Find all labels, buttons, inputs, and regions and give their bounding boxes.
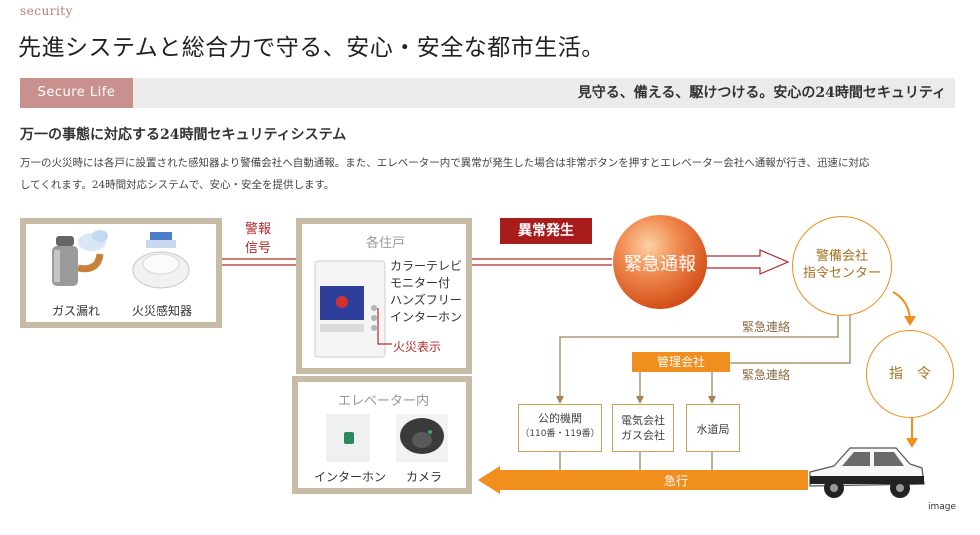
fire-detector-label: 火災感知器 [132, 304, 193, 318]
band-tagline: 見守る、備える、駆けつける。安心の24時間セキュリティ [577, 85, 946, 101]
rush-label: 急行 [664, 474, 689, 488]
secure-life-band [20, 78, 955, 108]
command-node [866, 330, 954, 418]
public-agency-line-2: （110番・119番） [520, 429, 600, 439]
section-description: 万一の火災時には各戸に設置された感知器より警備会社へ自動通報。また、エレベーター… [20, 152, 960, 196]
fire-display-pointer [377, 308, 392, 345]
security-company-line-2: 指令センター [802, 266, 881, 281]
gas-leak-icon [52, 230, 108, 286]
utility-company-line-1: 電気会社 [621, 414, 665, 427]
intercom-description: カラーテレビ モニター付 ハンズフリー インターホン [390, 258, 462, 326]
dwelling-title: 各住戸 [366, 236, 406, 251]
page-title: 先進システムと総合力で守る、安心・安全な都市生活。 [18, 35, 605, 61]
emergency-orb [613, 215, 707, 309]
elevator-intercom-icon [326, 414, 370, 462]
management-company-badge: 管理会社 [632, 352, 730, 372]
intercom-desc-line-3: ハンズフリー [390, 293, 462, 307]
section-eyebrow: security [20, 4, 73, 18]
emergency-contact-label-2: 緊急連絡 [742, 368, 791, 382]
security-company-node [792, 216, 892, 316]
alarm-signal-label: 警報 信号 [241, 218, 275, 256]
elevator-intercom-label: インターホン [314, 470, 387, 484]
alarm-signal-line-2: 信号 [244, 241, 271, 256]
utility-company-box: 電気会社 ガス会社 [612, 404, 674, 452]
section-subtitle: 万一の事態に対応する24時間セキュリティシステム [20, 127, 347, 143]
water-bureau-box: 水道局 [686, 404, 740, 452]
fire-detector-icon [132, 232, 190, 289]
water-bureau-label: 水道局 [696, 423, 730, 436]
gas-leak-label: ガス漏れ [52, 304, 101, 318]
security-company-line-1: 警備会社 [815, 249, 868, 264]
public-agency-box: 公的機関 （110番・119番） [518, 404, 602, 452]
description-line-1: 万一の火災時には各戸に設置された感知器より警備会社へ自動通報。また、エレベーター… [20, 157, 870, 169]
command-label: 指 令 [889, 366, 931, 382]
utility-company-line-2: ガス会社 [621, 429, 665, 442]
secure-life-tag: Secure Life [20, 78, 133, 108]
camera-label: カメラ [406, 470, 443, 484]
intercom-desc-line-1: カラーテレビ [390, 259, 463, 273]
public-agency-line-1: 公的機関 [538, 412, 582, 425]
abnormal-badge: 異常発生 [500, 218, 592, 244]
emergency-contact-label-1: 緊急連絡 [742, 320, 791, 334]
fire-display-label: 火災表示 [393, 340, 442, 354]
intercom-desc-line-4: インターホン [390, 310, 463, 324]
alarm-signal-line-1: 警報 [244, 222, 271, 237]
description-line-2: してくれます。24時間対応システムで、安心・安全を提供します。 [20, 179, 335, 191]
intercom-monitor-icon [314, 260, 386, 358]
intercom-desc-line-2: モニター付 [390, 276, 451, 290]
elevator-box [292, 376, 472, 494]
security-company-text: 警備会社 指令センター [792, 248, 892, 282]
patrol-car-icon [809, 447, 925, 498]
emergency-report-label: 緊急通報 [624, 254, 696, 275]
camera-icon [396, 414, 448, 462]
elevator-title: エレベーター内 [338, 394, 430, 409]
image-note: image [928, 502, 957, 512]
